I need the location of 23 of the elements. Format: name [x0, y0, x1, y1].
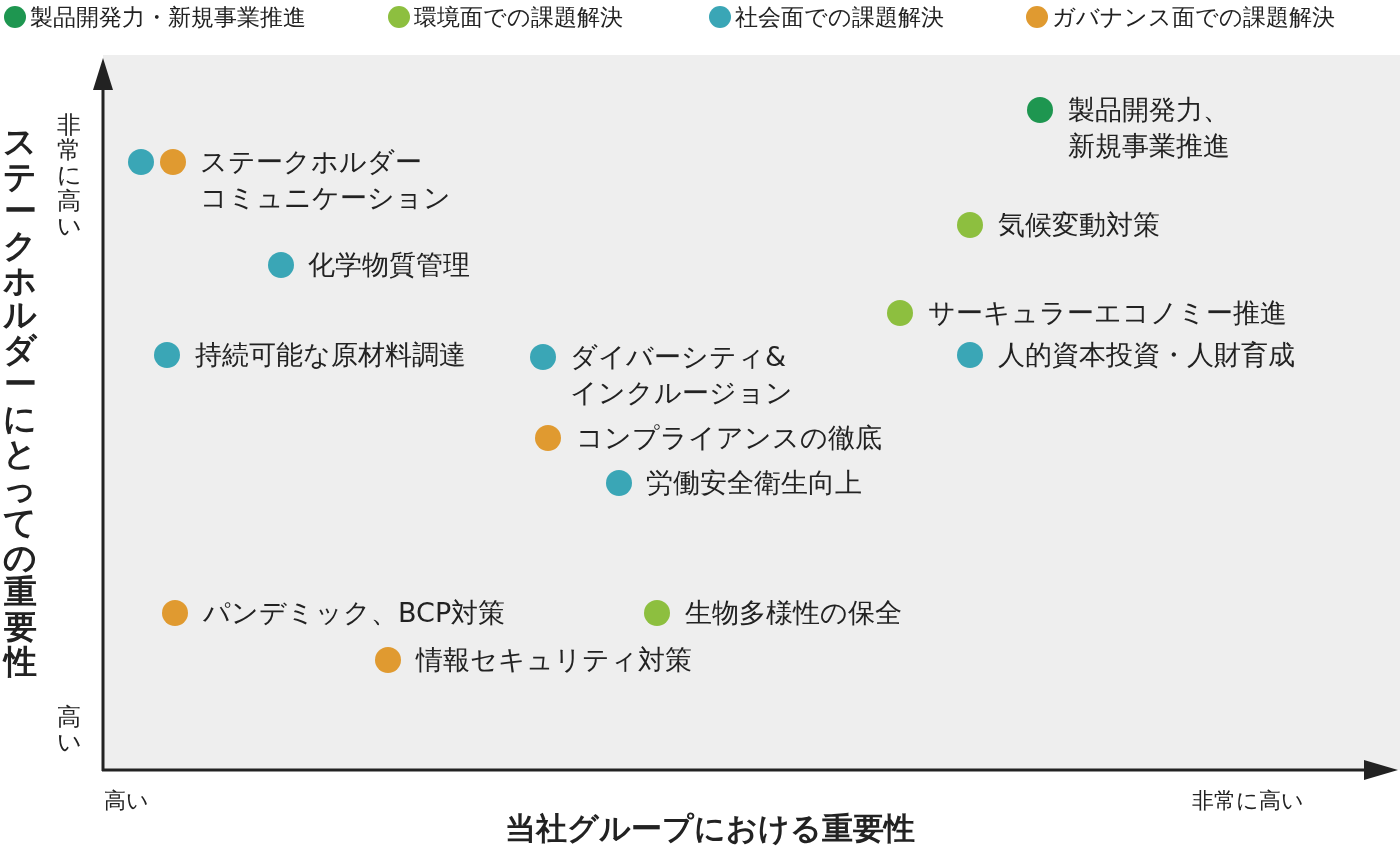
- axis-tick-label: 非常に高い: [1192, 787, 1304, 815]
- legend-label: 環境面での課題解決: [414, 3, 623, 32]
- legend-label: ガバナンス面での課題解決: [1052, 3, 1335, 32]
- point-label: 気候変動対策: [998, 208, 1160, 242]
- point-label: 情報セキュリティ対策: [416, 643, 692, 677]
- axis-title: ステークホルダーにとっての重要性: [2, 125, 39, 680]
- axis-title: 当社グループにおける重要性: [505, 809, 915, 848]
- point-label: 化学物質管理: [308, 248, 470, 282]
- point-label: ステークホルダーコミュニケーション: [200, 145, 451, 215]
- point-label: ダイバーシティ&インクルージョン: [570, 340, 793, 410]
- point-label: パンデミック、BCP対策: [203, 596, 506, 630]
- legend-label: 製品開発力・新規事業推進: [30, 3, 306, 32]
- axis-tick-label: 高い: [56, 705, 83, 756]
- axis-tick-label: 高い: [104, 787, 149, 815]
- legend-label: 社会面での課題解決: [735, 3, 944, 32]
- point-label: 生物多様性の保全: [685, 596, 902, 630]
- point-label: 人的資本投資・人財育成: [998, 338, 1295, 372]
- axis-tick-label: 非常に高い: [56, 113, 83, 239]
- point-label: 労働安全衛生向上: [646, 466, 862, 500]
- point-label: 製品開発力、新規事業推進: [1068, 93, 1230, 163]
- point-label: サーキュラーエコノミー推進: [928, 296, 1287, 330]
- point-label: コンプライアンスの徹底: [576, 421, 882, 455]
- point-label: 持続可能な原材料調達: [195, 338, 466, 372]
